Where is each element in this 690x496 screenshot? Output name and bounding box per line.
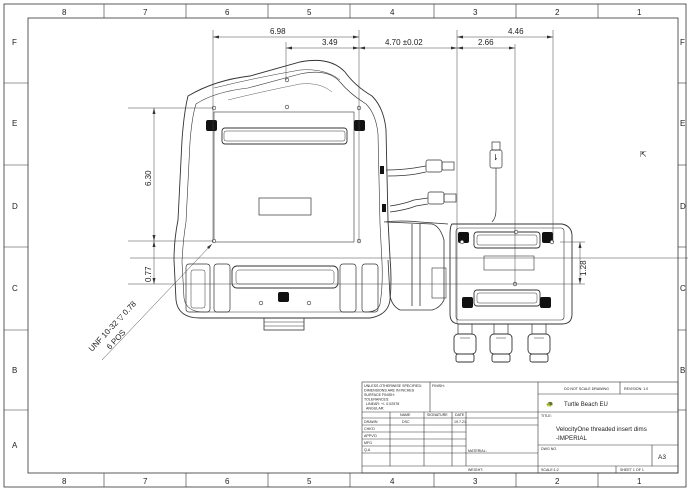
drawn-date: 19.7.21 xyxy=(454,420,466,424)
dim-insert-height: 1.28 xyxy=(579,260,588,276)
drawn-name: DSC xyxy=(402,420,410,424)
scale: SCALE:1:2 xyxy=(541,468,559,472)
dim-half-width: 3.49 xyxy=(322,38,338,47)
header-name: NAME xyxy=(400,413,411,417)
approved-label: APPV'D xyxy=(364,434,377,438)
title-block-notes: UNLESS OTHERWISE SPECIFIED: DIMENSIONS A… xyxy=(364,384,422,411)
dim-insert-width: 4.46 xyxy=(508,27,524,36)
material-label: MATERIAL: xyxy=(468,449,487,453)
do-not-scale: DO NOT SCALE DRAWING xyxy=(564,387,609,391)
dim-insert-half: 2.66 xyxy=(478,38,494,47)
usb-icon: ⇂ xyxy=(492,153,499,162)
zone-ticks xyxy=(4,4,686,487)
zone-col-8-bottom: 8 xyxy=(62,477,67,486)
zone-col-2-bottom: 2 xyxy=(555,477,560,486)
drawn-label: DRAWN xyxy=(364,420,378,424)
title-block-grid xyxy=(361,381,679,474)
company-name: Turtle Beach EU xyxy=(564,402,608,408)
zone-col-6: 6 xyxy=(225,8,230,17)
zone-row-c: C xyxy=(12,284,18,293)
pad-markers xyxy=(206,120,365,302)
finish-label: FINISH: xyxy=(432,384,445,388)
zone-row-a: A xyxy=(12,441,18,450)
sheet-size: A3 xyxy=(658,454,666,461)
dim-bottom: 0.77 xyxy=(144,266,153,282)
zone-col-3-bottom: 3 xyxy=(473,477,478,486)
turtle-logo-icon: 🐢 xyxy=(546,401,554,408)
zone-col-3: 3 xyxy=(473,8,478,17)
dimension-arrows xyxy=(152,35,582,284)
cable-clips xyxy=(380,166,386,212)
note-line-1: UNLESS OTHERWISE SPECIFIED: xyxy=(364,384,422,388)
zone-col-2: 2 xyxy=(555,8,560,17)
side-housing xyxy=(385,221,447,311)
zone-row-d: D xyxy=(12,202,18,211)
insert-pads xyxy=(458,232,553,308)
outer-border xyxy=(3,3,687,488)
note-line-6: ANGULAR: xyxy=(366,407,384,411)
zone-row-f-right: F xyxy=(680,38,685,47)
throttle-body xyxy=(173,59,392,331)
dim-offset: 4.70 ±0.02 xyxy=(385,38,423,47)
revision: REVISION: 1.0 xyxy=(624,387,648,391)
inner-border xyxy=(27,17,679,474)
sheet-number: SHEET 1 OF 1 xyxy=(620,468,644,472)
usb-cables xyxy=(383,141,503,225)
weight-label: WEIGHT: xyxy=(468,468,483,472)
zone-row-f: F xyxy=(12,38,17,47)
zone-col-6-bottom: 6 xyxy=(225,477,230,486)
header-signature: SIGNATURE xyxy=(427,413,448,417)
zone-col-7: 7 xyxy=(143,8,148,17)
note-line-5: LINEAR: +/- 0.02578 xyxy=(366,402,399,406)
title-line-1: VelocityOne threaded insert dims xyxy=(556,426,647,433)
header-date: DATE xyxy=(455,413,465,417)
zone-col-7-bottom: 7 xyxy=(143,477,148,486)
zone-row-c-right: C xyxy=(680,284,686,293)
zone-col-5: 5 xyxy=(307,8,312,17)
zone-col-1: 1 xyxy=(637,8,642,17)
zone-row-b-right: B xyxy=(680,366,685,375)
note-line-2: DIMENSIONS ARE IN INCHES xyxy=(364,389,415,393)
qa-label: Q.A xyxy=(364,448,371,452)
checked-label: CHK'D xyxy=(364,427,375,431)
zone-col-4: 4 xyxy=(390,8,395,17)
zone-col-5-bottom: 5 xyxy=(307,477,312,486)
zone-col-1-bottom: 1 xyxy=(637,477,642,486)
cursor-icon: ⇱ xyxy=(640,150,647,159)
zone-row-e-right: E xyxy=(680,119,685,128)
note-line-3: SURFACE FINISH: xyxy=(364,393,395,397)
zone-row-d-right: D xyxy=(680,202,686,211)
dim-overall-width: 6.98 xyxy=(270,27,286,36)
zone-row-b: B xyxy=(12,366,17,375)
dwg-no-label: DWG NO. xyxy=(541,447,557,451)
zone-row-e: E xyxy=(12,119,17,128)
dim-height: 6.30 xyxy=(144,170,153,186)
title-line-2: -IMPERIAL xyxy=(556,435,588,442)
mfg-label: MFG xyxy=(364,441,372,445)
zone-col-8: 8 xyxy=(62,8,67,17)
dimension-lines xyxy=(101,30,688,361)
insert-panel xyxy=(449,223,573,363)
title-label: TITLE: xyxy=(541,414,552,418)
zone-col-4-bottom: 4 xyxy=(390,477,395,486)
note-line-4: TOLERANCES: xyxy=(364,398,389,402)
